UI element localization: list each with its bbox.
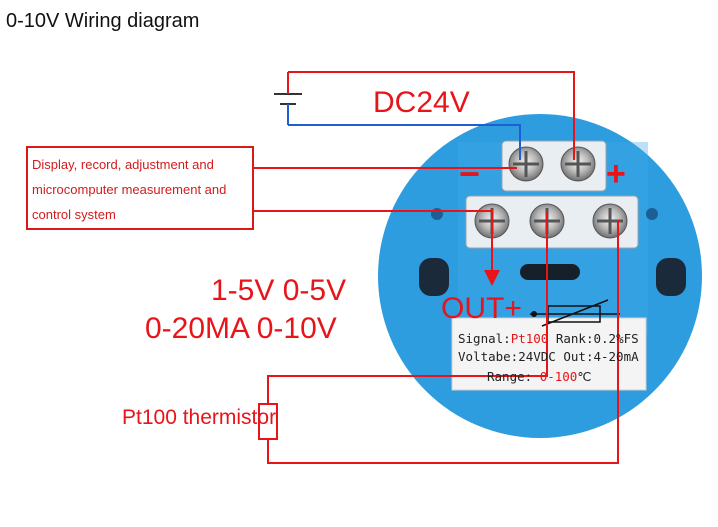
page-title: 0-10V Wiring diagram (6, 10, 200, 32)
plus-sign: + (606, 155, 626, 193)
label-voltage-row: Voltabe:24VDC Out:4-20mA (458, 349, 639, 364)
wire-sensor-b (267, 220, 619, 464)
wires (254, 71, 619, 464)
label-range-key: Range: (487, 369, 533, 384)
rivet-right (646, 208, 658, 220)
arrow-out (484, 270, 500, 286)
label-signal-key: Signal: (458, 331, 511, 346)
label-plate (451, 317, 647, 391)
battery-icon (274, 72, 302, 125)
sensor-label: Pt100 thermistor (122, 406, 277, 429)
label-range-unit: ℃ (577, 369, 592, 384)
label-rank: Rank:0.2%FS (555, 331, 639, 346)
screw-terminal-plus (560, 146, 596, 182)
screw-terminal-minus (508, 146, 544, 182)
label-voltage: Voltabe:24VDC (458, 349, 556, 364)
output-ranges-line-1: 1-5V 0-5V (211, 274, 347, 307)
system-box-line: Display, record, adjustment and (32, 157, 214, 172)
screw-terminal-sensor-b (592, 203, 628, 239)
output-ranges-line-2: 0-20MA 0-10V (145, 312, 337, 345)
system-box-line: microcomputer measurement and (32, 182, 227, 197)
label-out: Out:4-20mA (563, 349, 639, 364)
wire-dc-positive (288, 71, 575, 160)
wire-dc-negative (288, 124, 521, 160)
wire-system-out (254, 210, 493, 274)
power-label: DC24V (373, 86, 470, 119)
output-terminal-label: OUT+ (441, 292, 522, 325)
center-slot (520, 264, 580, 280)
mount-hole-left (419, 258, 449, 296)
label-signal-value: Pt100 (510, 331, 549, 346)
label-signal: Signal:Pt100 Rank:0.2%FS (458, 331, 639, 346)
wire-sensor-a (267, 212, 548, 405)
system-box: Display, record, adjustment and microcom… (26, 146, 254, 230)
pt100-resistor-icon (258, 403, 278, 440)
label-range-row: Range: 0-100℃ (487, 369, 591, 384)
minus-sign: − (459, 153, 481, 194)
rivet-left (431, 208, 443, 220)
system-box-line: control system (32, 207, 116, 222)
label-range-value: 0-100 (539, 369, 578, 384)
mount-hole-right (656, 258, 686, 296)
